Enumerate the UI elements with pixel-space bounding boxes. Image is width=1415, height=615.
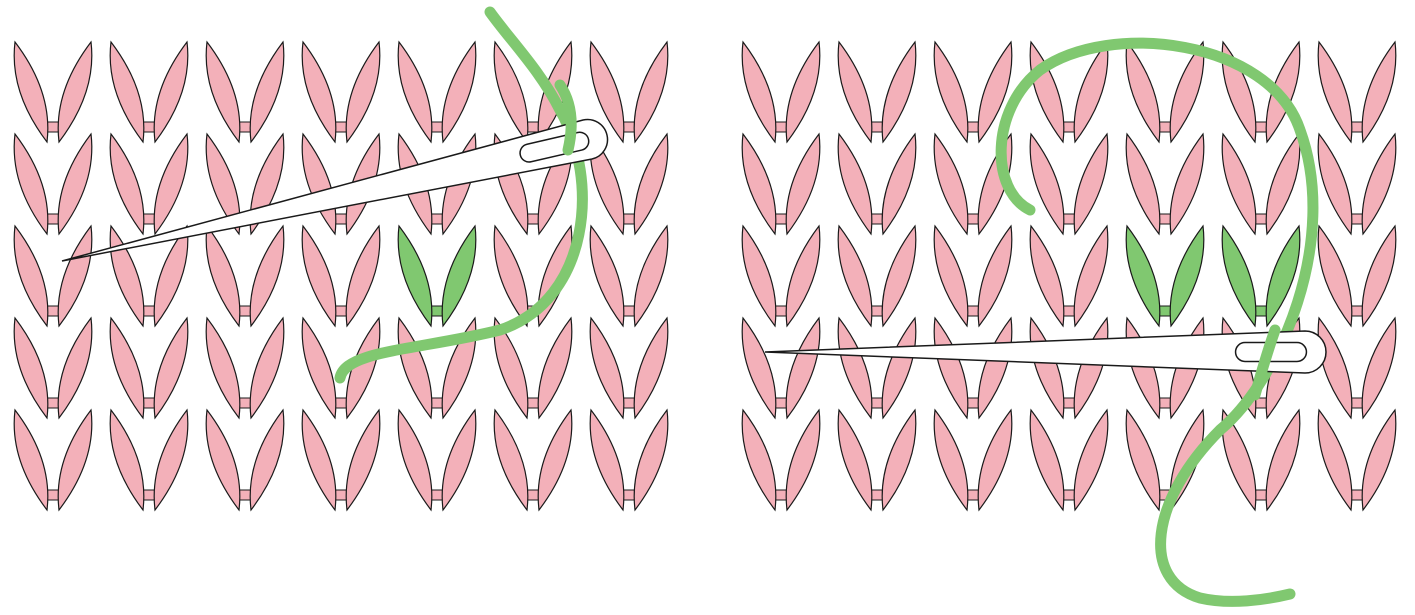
knit-stitch	[110, 318, 188, 418]
knit-stitch	[742, 134, 820, 234]
knit-stitch	[1030, 134, 1108, 234]
knit-stitch	[1030, 318, 1108, 418]
knit-stitch	[1222, 134, 1300, 234]
knit-stitch	[206, 318, 284, 418]
knit-stitch	[742, 226, 820, 326]
knit-stitch	[14, 410, 92, 510]
knit-stitch	[838, 42, 916, 142]
knit-stitch	[302, 410, 380, 510]
knit-stitch	[838, 318, 916, 418]
knit-stitch	[1318, 318, 1396, 418]
knit-stitch	[206, 42, 284, 142]
knit-stitch	[1318, 226, 1396, 326]
knit-stitch	[1126, 134, 1204, 234]
knit-stitch	[742, 42, 820, 142]
knit-stitch	[206, 410, 284, 510]
knit-stitch	[110, 410, 188, 510]
knit-stitch	[398, 410, 476, 510]
knit-stitch	[14, 134, 92, 234]
right-panel-duplicate-stitch-step-2	[742, 42, 1396, 601]
knit-stitch	[14, 226, 92, 326]
duplicate-stitch	[1222, 226, 1300, 326]
knit-stitch	[1318, 134, 1396, 234]
knit-stitch	[934, 410, 1012, 510]
duplicate-stitch	[1126, 226, 1204, 326]
knit-stitch	[838, 134, 916, 234]
knit-stitch	[1126, 42, 1204, 142]
knit-stitch	[934, 226, 1012, 326]
left-panel-duplicate-stitch-step-1	[14, 12, 668, 510]
knit-stitch	[14, 318, 92, 418]
knit-stitch	[494, 410, 572, 510]
knit-stitch	[14, 42, 92, 142]
knit-stitch	[1222, 410, 1300, 510]
knit-stitch	[1030, 410, 1108, 510]
knit-stitch	[742, 318, 820, 418]
knit-stitch	[590, 318, 668, 418]
knit-stitch	[110, 42, 188, 142]
knit-stitch	[398, 42, 476, 142]
knit-stitch	[934, 318, 1012, 418]
knit-stitch	[302, 226, 380, 326]
knit-stitch	[1318, 42, 1396, 142]
knit-stitch	[206, 226, 284, 326]
knit-stitch	[838, 410, 916, 510]
knit-stitch	[742, 410, 820, 510]
duplicate-stitch	[398, 226, 476, 326]
knit-stitch	[110, 134, 188, 234]
knit-stitch	[590, 410, 668, 510]
knit-stitch	[302, 42, 380, 142]
knit-stitch	[590, 226, 668, 326]
knit-stitch	[838, 226, 916, 326]
knit-stitch	[1030, 226, 1108, 326]
knit-stitch	[1318, 410, 1396, 510]
